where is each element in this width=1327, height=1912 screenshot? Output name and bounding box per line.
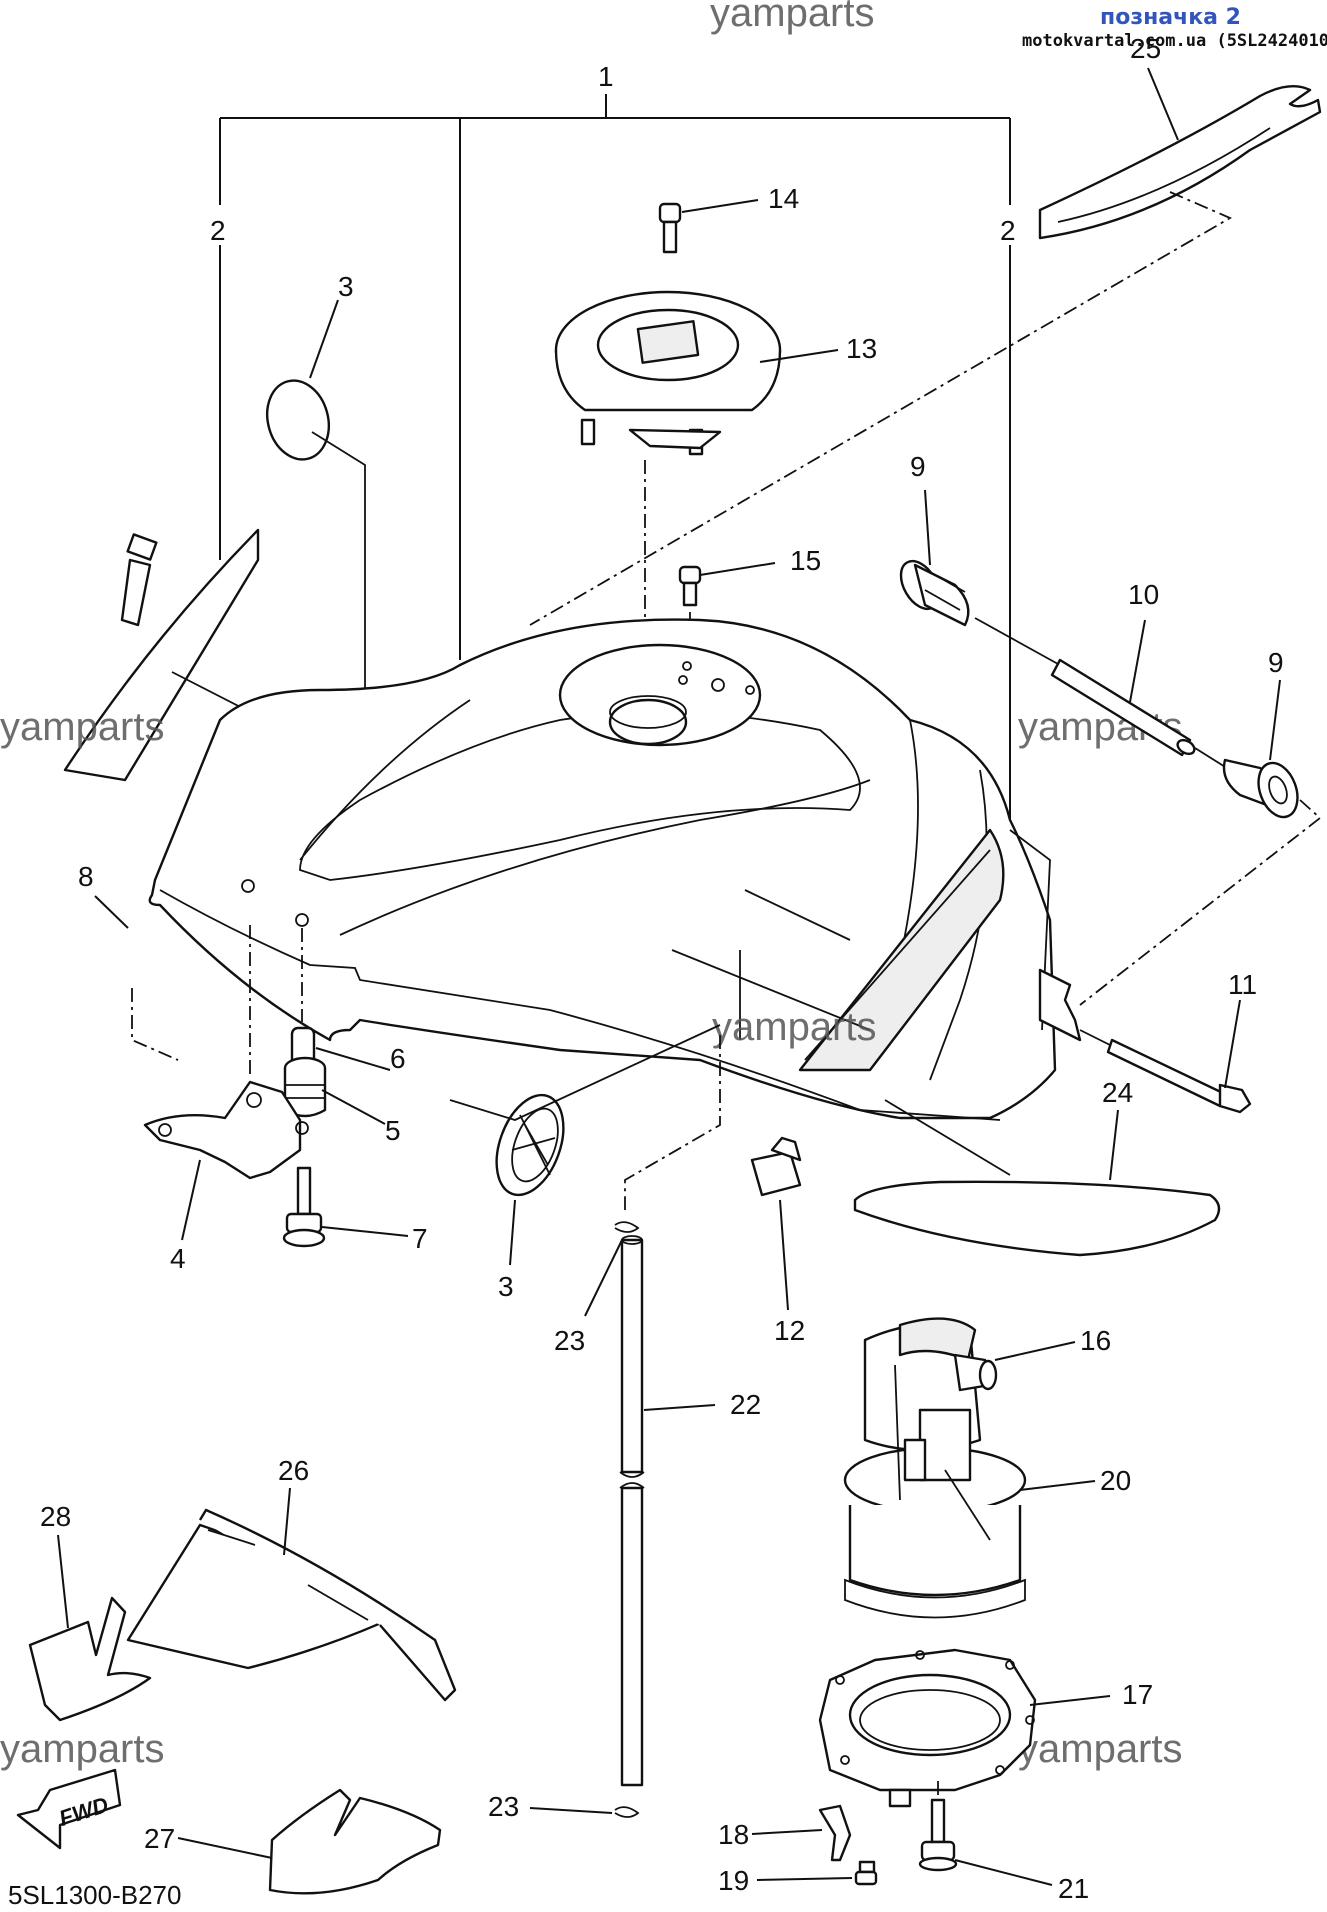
callout-5: 5 bbox=[385, 1115, 401, 1146]
callout-9-right: 9 bbox=[1268, 647, 1284, 678]
callout-3-top: 3 bbox=[338, 271, 354, 302]
callout-8: 8 bbox=[78, 861, 94, 892]
callout-12: 12 bbox=[774, 1315, 805, 1346]
fuel-tank bbox=[148, 618, 1082, 1121]
callout-4: 4 bbox=[170, 1243, 186, 1274]
callout-10: 10 bbox=[1128, 579, 1159, 610]
callout-26: 26 bbox=[278, 1455, 309, 1486]
part-24-trim bbox=[853, 1099, 1221, 1257]
watermark-left: yamparts bbox=[0, 705, 165, 749]
part-19-screw bbox=[756, 1860, 878, 1886]
callout-24: 24 bbox=[1102, 1077, 1133, 1108]
watermark-bottom-right: yamparts bbox=[1018, 1727, 1183, 1771]
part-26-cover bbox=[126, 1487, 457, 1702]
callout-17: 17 bbox=[1122, 1679, 1153, 1710]
part-8-bolt bbox=[94, 533, 179, 1061]
callout-21: 21 bbox=[1058, 1873, 1089, 1904]
callout-14: 14 bbox=[768, 183, 799, 214]
callout-23-bottom: 23 bbox=[488, 1791, 519, 1822]
assembly-bracket bbox=[219, 94, 1011, 820]
callout-22: 22 bbox=[730, 1389, 761, 1420]
part-22-hose bbox=[619, 1035, 721, 1787]
part-13-filler-cap bbox=[554, 290, 839, 710]
part-21-bolt bbox=[918, 1780, 1053, 1886]
callout-13: 13 bbox=[846, 333, 877, 364]
part-17-flange bbox=[818, 1648, 1111, 1808]
callout-19: 19 bbox=[718, 1865, 749, 1896]
part-3-seal-top bbox=[266, 299, 366, 690]
header-label: позначка 2 bbox=[1100, 5, 1241, 30]
callout-28: 28 bbox=[40, 1501, 71, 1532]
watermark-center: yamparts bbox=[712, 1005, 877, 1049]
fwd-arrow-icon: FWD bbox=[16, 1768, 122, 1850]
callout-27: 27 bbox=[144, 1823, 175, 1854]
callout-2-right: 2 bbox=[1000, 215, 1016, 246]
part-23-clip-bottom bbox=[529, 1806, 640, 1818]
watermark-top: yamparts bbox=[710, 0, 875, 35]
header-source: motokvartal.com.ua (5SL242401000) bbox=[1022, 31, 1327, 51]
part-11-long-bolt bbox=[1079, 999, 1252, 1114]
callout-15: 15 bbox=[790, 545, 821, 576]
callout-9-top: 9 bbox=[910, 451, 926, 482]
callout-20: 20 bbox=[1100, 1465, 1131, 1496]
callout-11: 11 bbox=[1228, 969, 1257, 1000]
callout-1: 1 bbox=[598, 61, 614, 92]
callout-18: 18 bbox=[718, 1819, 749, 1850]
part-27-trim bbox=[177, 1788, 442, 1895]
part-28-trim bbox=[28, 1534, 152, 1722]
part-7-bolt bbox=[282, 1166, 409, 1248]
part-4-bracket bbox=[143, 925, 309, 1241]
callout-3-bottom: 3 bbox=[498, 1271, 514, 1302]
callouts: 1 2 2 3 3 4 5 6 7 8 9 9 10 11 12 13 14 1… bbox=[40, 33, 1284, 1904]
callout-6: 6 bbox=[390, 1043, 406, 1074]
part-23-clip-top bbox=[584, 1221, 640, 1317]
callout-23-top: 23 bbox=[554, 1325, 585, 1356]
callout-16: 16 bbox=[1080, 1325, 1111, 1356]
part-9-damper-top bbox=[899, 489, 970, 627]
part-16-outlet bbox=[953, 1341, 1076, 1392]
part-9-damper-bottom bbox=[1079, 679, 1322, 1006]
part-5-grommet bbox=[283, 1056, 386, 1125]
part-3-cover-bottom bbox=[449, 1024, 721, 1266]
part-10-pipe bbox=[974, 617, 1231, 771]
diagram-code: 5SL1300-B270 bbox=[8, 1880, 181, 1910]
part-20-fuel-pump bbox=[843, 1317, 1096, 1619]
part-12-connector bbox=[750, 1136, 802, 1311]
callout-7: 7 bbox=[412, 1223, 428, 1254]
part-14-bolt bbox=[658, 199, 759, 254]
callout-25: 25 bbox=[1130, 33, 1161, 64]
watermark-bottom-left: yamparts bbox=[0, 1727, 165, 1771]
callout-2-left: 2 bbox=[210, 215, 226, 246]
part-18-clip bbox=[751, 1804, 852, 1862]
part-25-trim bbox=[529, 67, 1322, 626]
